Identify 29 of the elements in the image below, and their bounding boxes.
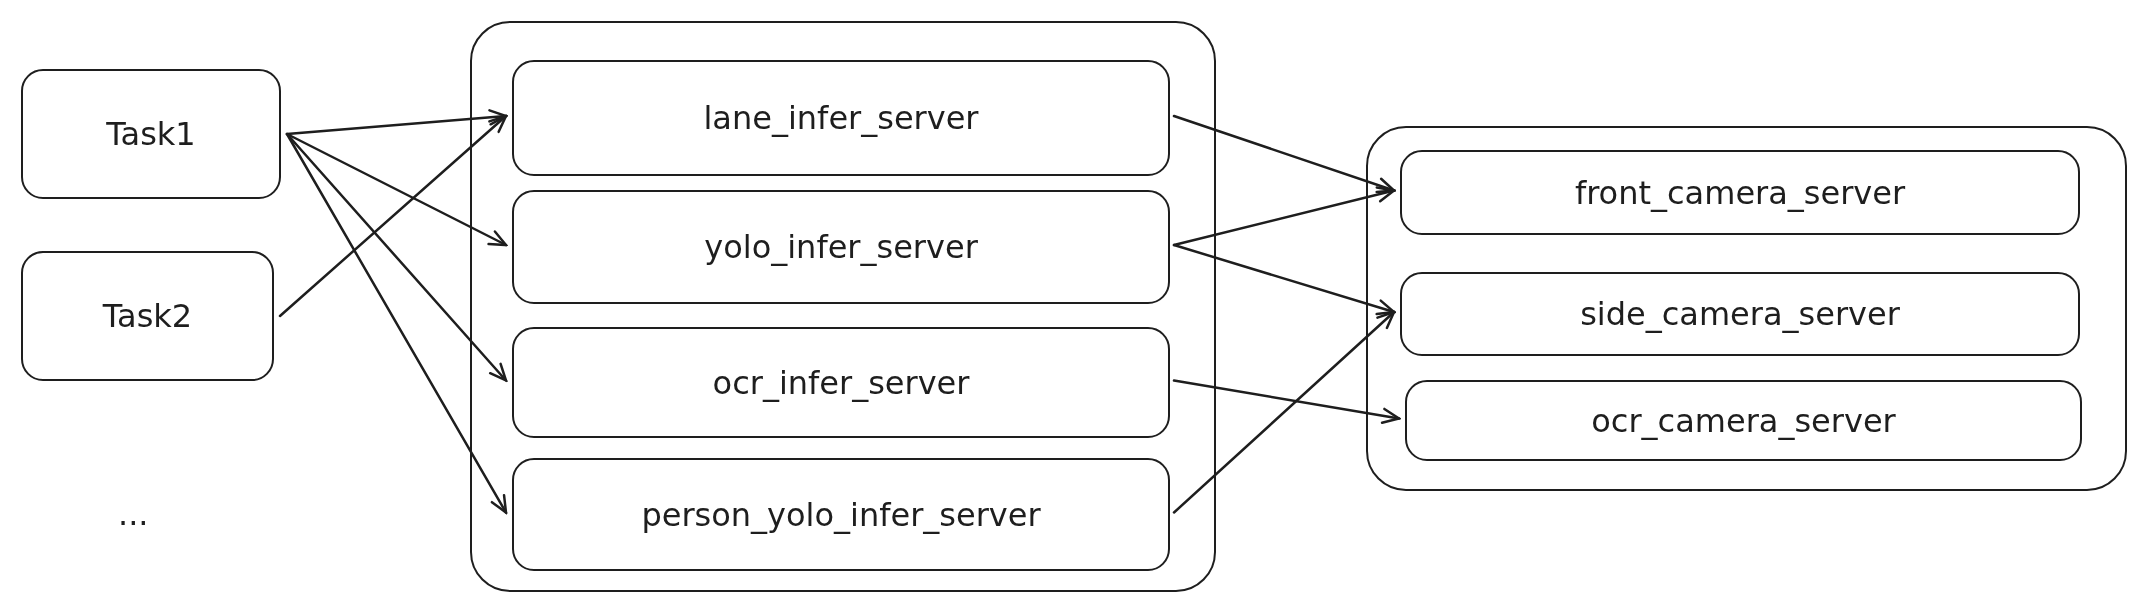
node-label: ocr_infer_server bbox=[712, 363, 970, 402]
arrow bbox=[1172, 243, 1396, 316]
arrow bbox=[1172, 186, 1396, 247]
arrow bbox=[285, 132, 508, 247]
arrow bbox=[278, 114, 508, 318]
node-label: front_camera_server bbox=[1574, 173, 1906, 212]
process-box bbox=[512, 458, 1170, 571]
group-container bbox=[470, 21, 1216, 592]
process-box bbox=[512, 60, 1170, 176]
arrow bbox=[285, 132, 508, 514]
process-box bbox=[21, 69, 281, 199]
arrow bbox=[1172, 114, 1396, 194]
node-label: ocr_camera_server bbox=[1591, 401, 1896, 440]
node-label: Task1 bbox=[106, 115, 196, 153]
node-label: Task2 bbox=[102, 297, 193, 335]
arrow bbox=[1172, 379, 1401, 424]
node-label: person_yolo_infer_server bbox=[641, 495, 1041, 534]
process-box bbox=[512, 190, 1170, 304]
arrow bbox=[1172, 310, 1396, 514]
process-box bbox=[21, 251, 274, 381]
process-box bbox=[512, 327, 1170, 438]
group-container bbox=[1366, 126, 2127, 491]
node-label: side_camera_server bbox=[1580, 295, 1900, 333]
node-label: lane_infer_server bbox=[703, 99, 979, 137]
process-box bbox=[1400, 272, 2080, 356]
process-box bbox=[1405, 380, 2082, 461]
process-box bbox=[1400, 150, 2080, 235]
ellipsis-label: ... bbox=[118, 495, 149, 533]
node-label: yolo_infer_server bbox=[704, 228, 978, 266]
